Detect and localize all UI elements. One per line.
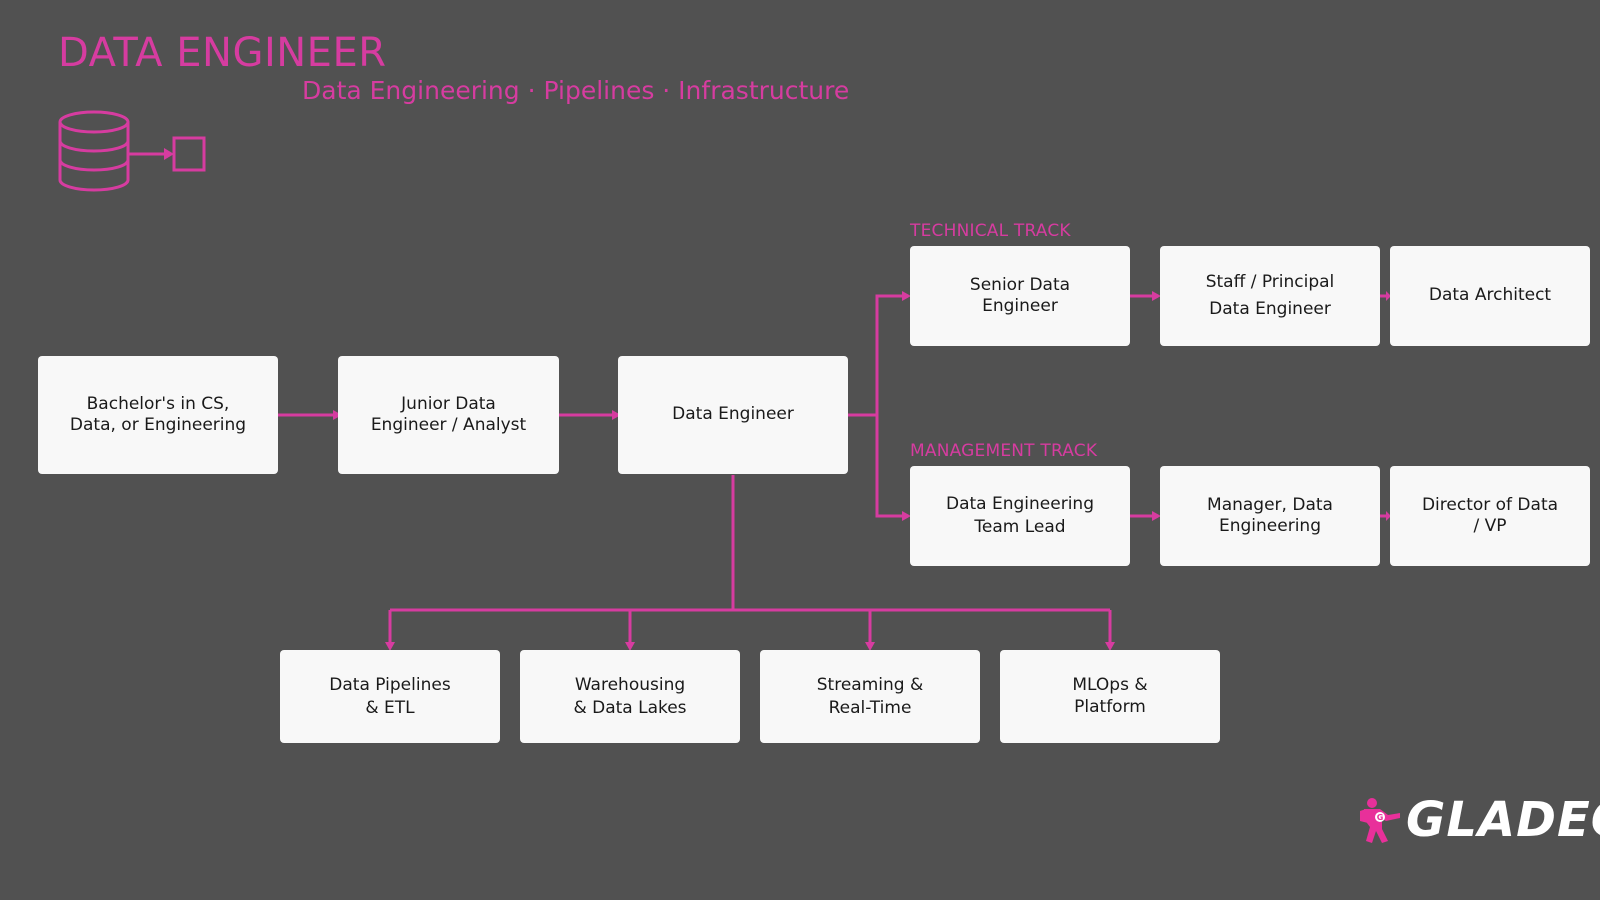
node-pipelines-label: Data Pipelines & ETL [329, 674, 451, 718]
gladeo-logo: G GLADEO [1358, 792, 1600, 848]
node-warehousing-label: Warehousing & Data Lakes [573, 674, 687, 718]
node-manager-label: Manager, Data Engineering [1207, 494, 1333, 536]
node-architect-label: Data Architect [1428, 285, 1552, 306]
gladeo-logo-text: GLADEO [1406, 792, 1600, 848]
node-streaming-label: Streaming & Real-Time [816, 674, 924, 718]
node-team-lead: Data Engineering Team Lead [910, 466, 1130, 566]
management-track-label: MANAGEMENT TRACK [910, 441, 1098, 461]
node-junior-label: Junior Data Engineer / Analyst [370, 393, 527, 435]
node-manager: Manager, Data Engineering [1160, 466, 1380, 566]
node-data-pipelines: Data Pipelines & ETL [280, 650, 500, 743]
node-senior-label: Senior Data Engineer [969, 274, 1071, 316]
node-junior-data-engineer: Junior Data Engineer / Analyst [338, 356, 559, 474]
superhero-icon: G [1360, 798, 1400, 843]
node-streaming: Streaming & Real-Time [760, 650, 980, 743]
technical-track-label: TECHNICAL TRACK [910, 221, 1071, 241]
node-data-engineer: Data Engineer [618, 356, 848, 474]
page-subtitle: Data Engineering · Pipelines · Infrastru… [302, 76, 850, 105]
node-staff-principal: Staff / Principal Data Engineer [1160, 246, 1380, 346]
node-education-label: Bachelor's in CS, Data, or Engineering [69, 393, 247, 435]
page-title: DATA ENGINEER [58, 30, 387, 76]
node-education: Bachelor's in CS, Data, or Engineering [38, 356, 278, 474]
node-data-engineer-label: Data Engineer [672, 404, 794, 425]
database-export-icon [58, 110, 206, 192]
node-director-label: Director of Data / VP [1421, 494, 1559, 536]
node-staff-label: Staff / Principal Data Engineer [1205, 271, 1335, 319]
node-senior-data-engineer: Senior Data Engineer [910, 246, 1130, 346]
node-mlops-label: MLOps & Platform [1072, 675, 1148, 717]
svg-text:G: G [1377, 813, 1384, 822]
node-data-architect: Data Architect [1390, 246, 1590, 346]
node-director: Director of Data / VP [1390, 466, 1590, 566]
node-team-lead-label: Data Engineering Team Lead [946, 494, 1094, 537]
node-warehousing: Warehousing & Data Lakes [520, 650, 740, 743]
node-mlops: MLOps & Platform [1000, 650, 1220, 743]
